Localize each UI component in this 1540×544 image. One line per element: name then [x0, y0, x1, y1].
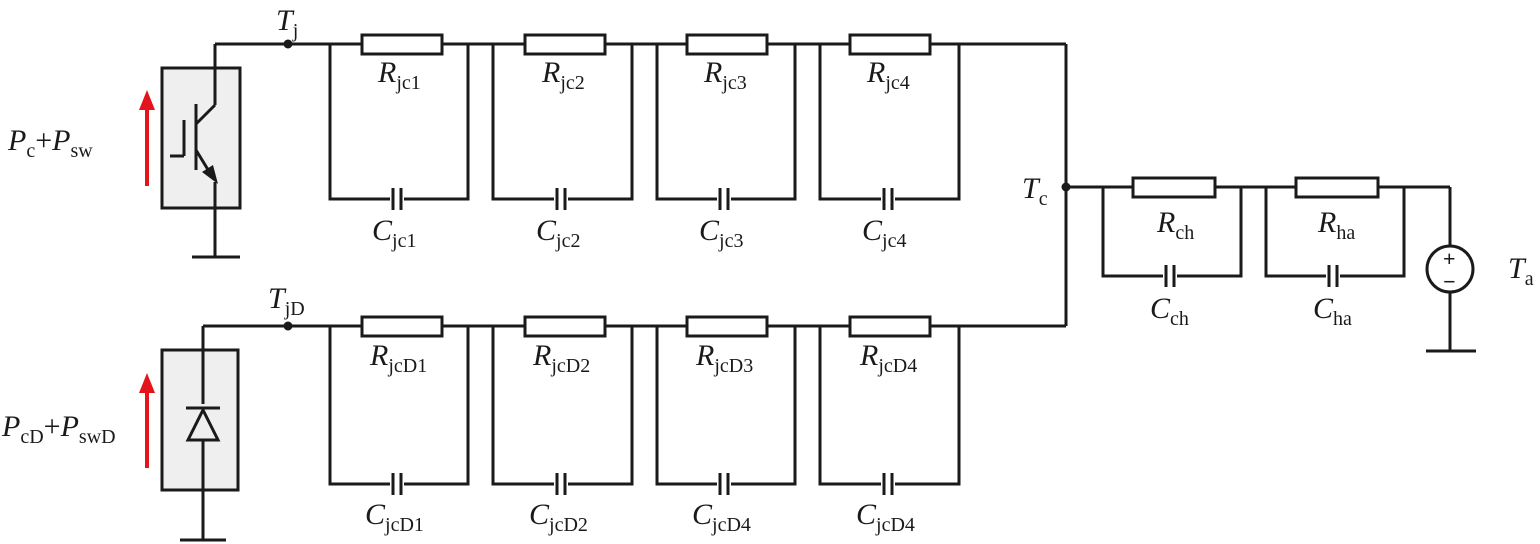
- label-cjc4: Cjc4: [862, 214, 906, 252]
- label-rjcd3: RjcD3: [695, 339, 753, 377]
- label-cjcd3: CjcD4: [692, 498, 751, 536]
- igbt-transistor-icon: [170, 44, 218, 257]
- resistor-rha: [1294, 176, 1380, 199]
- node-tc-label: Tc: [1022, 172, 1048, 210]
- label-rch: Rch: [1156, 206, 1194, 244]
- right-rc-network: + −: [1066, 176, 1476, 353]
- diode-block: [139, 326, 240, 542]
- source-minus-sign: −: [1443, 269, 1456, 294]
- label-rjcd2: RjcD2: [532, 339, 590, 377]
- resistor-rjc1: [360, 33, 444, 56]
- node-tj-dot: [283, 39, 293, 49]
- node-tj-label: Tj: [276, 4, 298, 42]
- igbt-block: [139, 44, 242, 259]
- diode-power-label: PcD+PswD: [1, 410, 116, 448]
- label-cha: Cha: [1313, 292, 1352, 330]
- top-rc-network: [328, 33, 1066, 210]
- resistor-rjcd2: [523, 315, 607, 338]
- resistor-rjc3: [685, 33, 769, 56]
- igbt-package: [160, 66, 242, 210]
- heat-flow-arrow-diode: [139, 373, 155, 468]
- source-plus-sign: +: [1443, 246, 1456, 271]
- resistor-rjc2: [523, 33, 607, 56]
- diode-package: [160, 348, 240, 492]
- label-rjcd1: RjcD1: [369, 339, 427, 377]
- resistor-rjcd4: [848, 315, 932, 338]
- node-tjd-dot: [283, 321, 293, 331]
- node-ta-label: Ta: [1508, 252, 1534, 290]
- label-rjcd4: RjcD4: [859, 339, 917, 377]
- label-cjcd4: CjcD4: [856, 498, 915, 536]
- resistor-rjcd3: [685, 315, 769, 338]
- resistor-rch: [1131, 176, 1217, 199]
- resistor-rjc4: [848, 33, 932, 56]
- label-cjcd1: CjcD1: [365, 498, 424, 536]
- node-tjd-label: TjD: [268, 282, 305, 320]
- resistor-rjcd1: [360, 315, 444, 338]
- label-cjcd2: CjcD2: [529, 498, 588, 536]
- heat-flow-arrow-igbt: [139, 90, 155, 186]
- label-rjc4: Rjc4: [866, 56, 910, 94]
- label-rjc1: Rjc1: [377, 56, 421, 94]
- label-rha: Rha: [1317, 206, 1355, 244]
- label-rjc3: Rjc3: [703, 56, 747, 94]
- label-cch: Cch: [1150, 292, 1189, 330]
- label-cjc1: Cjc1: [372, 214, 416, 252]
- label-rjc2: Rjc2: [541, 56, 585, 94]
- label-cjc2: Cjc2: [536, 214, 580, 252]
- bottom-rc-network: [328, 315, 1066, 495]
- igbt-power-label: Pc+Psw: [7, 124, 93, 162]
- diode-icon: [185, 326, 221, 540]
- label-cjc3: Cjc3: [699, 214, 743, 252]
